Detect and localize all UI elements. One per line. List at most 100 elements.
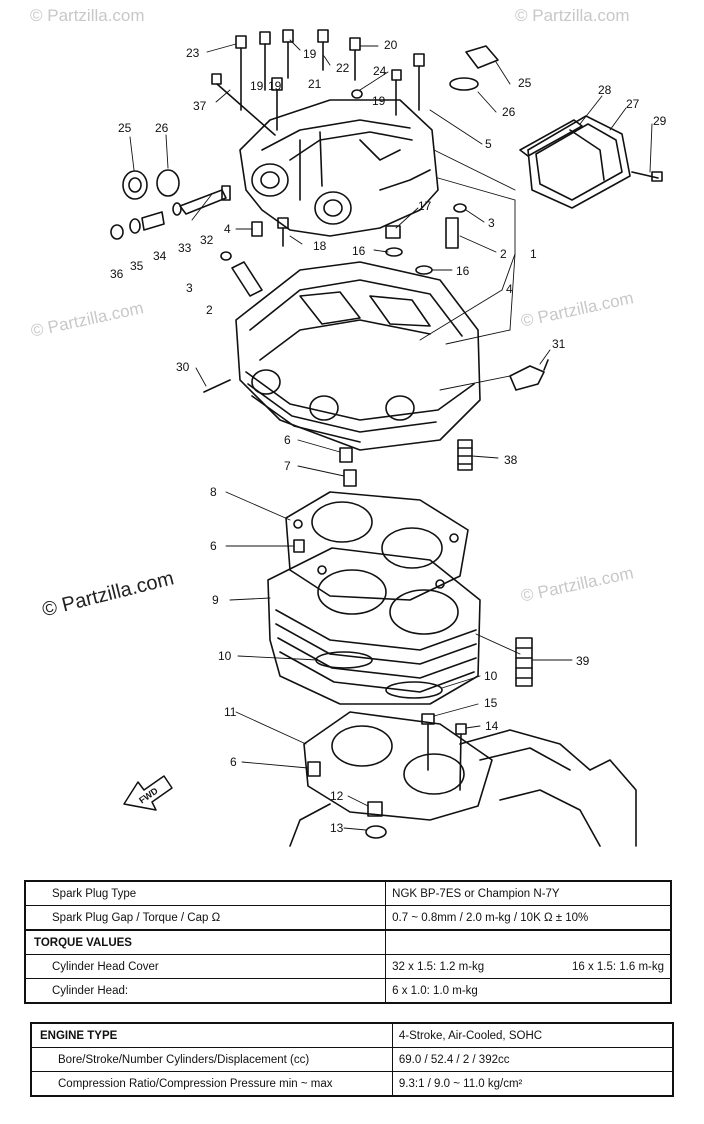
table-cell-value: 0.7 ~ 0.8mm / 2.0 m-kg / 10K Ω ± 10% bbox=[385, 905, 672, 931]
callout-label: 3 bbox=[488, 216, 495, 230]
callout-label: 19 bbox=[303, 47, 317, 61]
valve-guide-2b bbox=[231, 261, 263, 297]
callout-label: 35 bbox=[130, 259, 144, 273]
callout-label: 12 bbox=[330, 789, 344, 803]
callout-label: 19 bbox=[268, 79, 282, 93]
callout-label: 33 bbox=[178, 241, 192, 255]
callout-label: 27 bbox=[626, 97, 640, 111]
callout-label: 7 bbox=[284, 459, 291, 473]
callout-label: 18 bbox=[313, 239, 327, 253]
callout-label: 16 bbox=[352, 244, 366, 258]
stud-14 bbox=[455, 723, 467, 791]
torque-value-b: 16 x 1.5: 1.6 m-kg bbox=[571, 960, 664, 973]
washer-35 bbox=[129, 218, 141, 234]
callout-label: 2 bbox=[206, 303, 213, 317]
callout-label: 13 bbox=[330, 821, 344, 835]
gasket-28 bbox=[519, 119, 583, 157]
dowel-7 bbox=[343, 469, 357, 487]
watermark-top-right: © Partzilla.com bbox=[515, 6, 630, 25]
callout-label: 22 bbox=[336, 61, 350, 75]
cylinder-head-cover bbox=[239, 99, 439, 237]
callout-label: 24 bbox=[373, 64, 387, 78]
callout-label: 2 bbox=[500, 247, 507, 261]
torque-values-header: TORQUE VALUES bbox=[24, 929, 387, 955]
callout-label: 39 bbox=[576, 654, 590, 668]
callout-label: 8 bbox=[210, 485, 217, 499]
table-cell-value: 69.0 / 52.4 / 2 / 392cc bbox=[391, 1047, 674, 1072]
shaft-34 bbox=[141, 211, 165, 231]
washer-36 bbox=[110, 224, 124, 240]
dowel-4 bbox=[251, 221, 263, 237]
engine-type-table: ENGINE TYPE 4-Stroke, Air-Cooled, SOHC B… bbox=[30, 1022, 674, 1097]
callout-label: 5 bbox=[485, 137, 492, 151]
forward-arrow-icon bbox=[123, 775, 173, 811]
cylinder-block-9 bbox=[267, 547, 481, 705]
spring-39 bbox=[515, 637, 533, 687]
head-gasket-8 bbox=[285, 491, 469, 601]
callout-numbers: 23 19 19 22 20 24 25 37 19 21 19 26 28 2… bbox=[110, 38, 667, 835]
cylinder-head-exploded-diagram: FWD 23 19 19 22 20 24 25 37 19 21 19 26 … bbox=[110, 29, 667, 847]
callout-label: 25 bbox=[518, 76, 532, 90]
callout-label: 6 bbox=[210, 539, 217, 553]
head-bolt-22 bbox=[317, 29, 329, 71]
clip-3a bbox=[453, 203, 467, 213]
head-bolt-23 bbox=[235, 35, 247, 111]
callout-label: 16 bbox=[456, 264, 470, 278]
table-cell-value: NGK BP-7ES or Champion N-7Y bbox=[385, 880, 672, 906]
callout-label: 37 bbox=[193, 99, 207, 113]
callout-label: 32 bbox=[200, 233, 214, 247]
head-bolt-19b bbox=[282, 29, 294, 79]
torque-value-a: 6 x 1.0: 1.0 m-kg bbox=[392, 984, 478, 997]
clip-3b bbox=[220, 251, 232, 261]
stud-30 bbox=[203, 379, 231, 393]
nut-17 bbox=[385, 225, 401, 239]
head-bolt-21 bbox=[271, 77, 283, 131]
callout-label: 34 bbox=[153, 249, 167, 263]
table-row: Bore/Stroke/Number Cylinders/Displacemen… bbox=[30, 1047, 674, 1072]
cylinder-head bbox=[235, 261, 481, 451]
bolt-29 bbox=[631, 171, 663, 182]
callout-label: 6 bbox=[284, 433, 291, 447]
table-cell-value: 9.3:1 / 9.0 ~ 11.0 kg/cm² bbox=[391, 1071, 674, 1097]
callout-label: 23 bbox=[186, 46, 200, 60]
clip-33 bbox=[172, 202, 182, 216]
callout-label: 19 bbox=[250, 79, 264, 93]
dowel-12 bbox=[367, 801, 383, 817]
o-ring-10b bbox=[385, 681, 443, 699]
watermark-top-left: © Partzilla.com bbox=[30, 6, 145, 25]
callout-label: 31 bbox=[552, 337, 566, 351]
head-bolt-19a bbox=[259, 31, 271, 91]
spindle-32 bbox=[179, 185, 231, 215]
base-gasket-11 bbox=[303, 711, 493, 821]
table-row: ENGINE TYPE 4-Stroke, Air-Cooled, SOHC bbox=[30, 1022, 674, 1048]
dowel-6b bbox=[293, 539, 305, 553]
o-ring-13 bbox=[365, 825, 387, 839]
table-row: Spark Plug Type NGK BP-7ES or Champion N… bbox=[24, 880, 672, 906]
table-cell-label: Spark Plug Gap / Torque / Cap Ω bbox=[24, 905, 387, 931]
callout-label: 10 bbox=[218, 649, 232, 663]
dowel-6c bbox=[307, 761, 321, 777]
fwd-label: FWD bbox=[137, 785, 160, 805]
callout-label: 1 bbox=[530, 247, 537, 261]
callout-label: 30 bbox=[176, 360, 190, 374]
callout-label: 26 bbox=[502, 105, 516, 119]
callout-label: 26 bbox=[155, 121, 169, 135]
spring-38 bbox=[457, 439, 473, 471]
washer-16b bbox=[415, 265, 433, 275]
table-cell-label: Cylinder Head Cover bbox=[24, 954, 387, 979]
callout-label: 28 bbox=[598, 83, 612, 97]
callout-label: 36 bbox=[110, 267, 124, 281]
valve-guide-2a bbox=[445, 217, 459, 249]
callout-label: 4 bbox=[506, 282, 513, 296]
table-cell-label: Bore/Stroke/Number Cylinders/Displacemen… bbox=[30, 1047, 393, 1072]
callout-label: 11 bbox=[224, 705, 237, 719]
table-cell-value: 32 x 1.5: 1.2 m-kg 16 x 1.5: 1.6 m-kg bbox=[385, 954, 672, 979]
o-ring-26-right bbox=[449, 77, 479, 91]
spark-plug-torque-table: Spark Plug Type NGK BP-7ES or Champion N… bbox=[24, 880, 672, 1004]
tappet-cover-27 bbox=[527, 115, 631, 209]
o-ring-10a bbox=[315, 651, 373, 669]
callout-label: 10 bbox=[484, 669, 498, 683]
plug-cap-25 bbox=[122, 170, 148, 200]
table-cell-label: Compression Ratio/Compression Pressure m… bbox=[30, 1071, 393, 1097]
sensor-31 bbox=[509, 359, 549, 391]
